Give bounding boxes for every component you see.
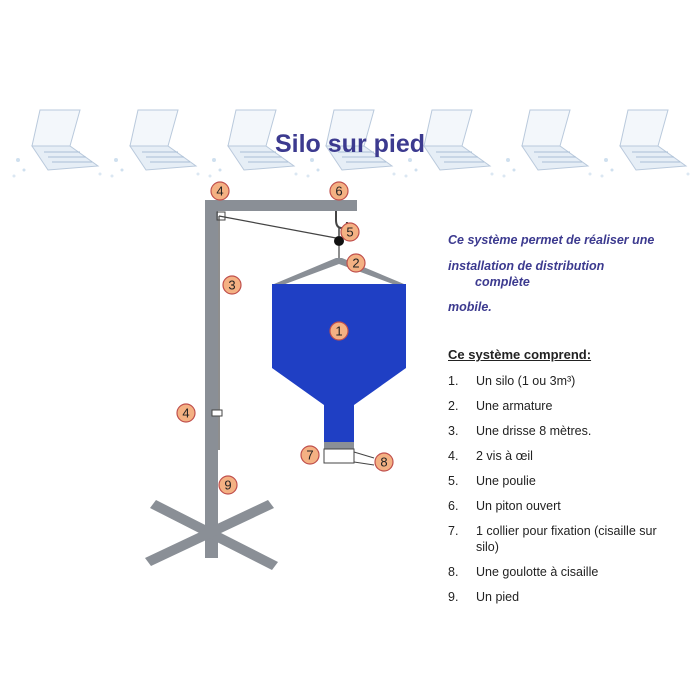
list-item: 8.Une goulotte à cisaille [448, 565, 599, 579]
laptop-tile [12, 109, 102, 178]
pulley [334, 236, 344, 246]
callout-number: 5 [346, 225, 353, 240]
silo-body [272, 284, 406, 445]
components-list: 1.Un silo (1 ou 3m³) 2.Une armature 3.Un… [448, 373, 680, 614]
callout-number: 4 [182, 406, 189, 421]
list-item: 5.Une poulie [448, 474, 536, 488]
laptop-tile [306, 109, 396, 178]
list-item: 7.1 collier pour fixation (cisaille sur … [448, 524, 657, 554]
callout-number: 2 [352, 256, 359, 271]
callout-number: 1 [335, 324, 342, 339]
foot-bar-2 [145, 500, 274, 566]
intro-line-1: Ce système permet de réaliser une [448, 233, 655, 247]
list-item: 2.Une armature [448, 399, 553, 413]
list-item: 1.Un silo (1 ou 3m³) [448, 374, 576, 388]
page-title: Silo sur pied [274, 130, 426, 158]
rope-diagonal [218, 215, 337, 239]
callout-number: 8 [380, 455, 387, 470]
intro-line-2a: installation de distribution [448, 259, 605, 273]
intro-line-2b: complète [475, 275, 530, 289]
list-item: 3.Une drisse 8 mètres. [448, 424, 592, 438]
callout-badge [218, 475, 238, 495]
intro-line-2: installation de distribution complète [448, 258, 604, 290]
top-arm [205, 200, 357, 211]
callout-badge [176, 403, 196, 423]
callout-badge [329, 321, 349, 341]
laptop-tile [208, 109, 298, 178]
callout-badge [374, 452, 394, 472]
shear-chute [323, 448, 355, 464]
eye-screw-bottom [211, 409, 223, 417]
list-item: 9.Un pied [448, 590, 520, 604]
clamp-collar [324, 442, 354, 449]
laptop-tile [404, 109, 494, 178]
callout-badge [329, 181, 349, 201]
stand-frame [145, 200, 357, 570]
silo-armature [274, 258, 404, 286]
callout-badge [222, 275, 242, 295]
vertical-post [205, 200, 218, 558]
list-item: 6.Un piton ouvert [448, 499, 561, 513]
callout-number: 6 [335, 184, 342, 199]
list-item: 4.2 vis à œil [448, 449, 533, 463]
callout-badge [210, 181, 230, 201]
callout-number: 7 [306, 448, 313, 463]
callout-badge [340, 222, 360, 242]
chute-leader-b [353, 461, 375, 466]
callout-badge [346, 253, 366, 273]
callout-number: 9 [224, 478, 231, 493]
laptop-tile [502, 109, 592, 178]
laptop-tile [110, 109, 200, 178]
callout-number: 3 [228, 278, 235, 293]
laptop-tile [600, 109, 690, 178]
callout-number: 4 [216, 184, 223, 199]
callout-badge [300, 445, 320, 465]
components-heading: Ce système comprend: [448, 347, 592, 362]
intro-line-3: mobile. [448, 300, 492, 314]
chute-leader-a [353, 451, 375, 459]
eye-screw-top [216, 211, 226, 221]
laptop-banner [12, 109, 690, 178]
